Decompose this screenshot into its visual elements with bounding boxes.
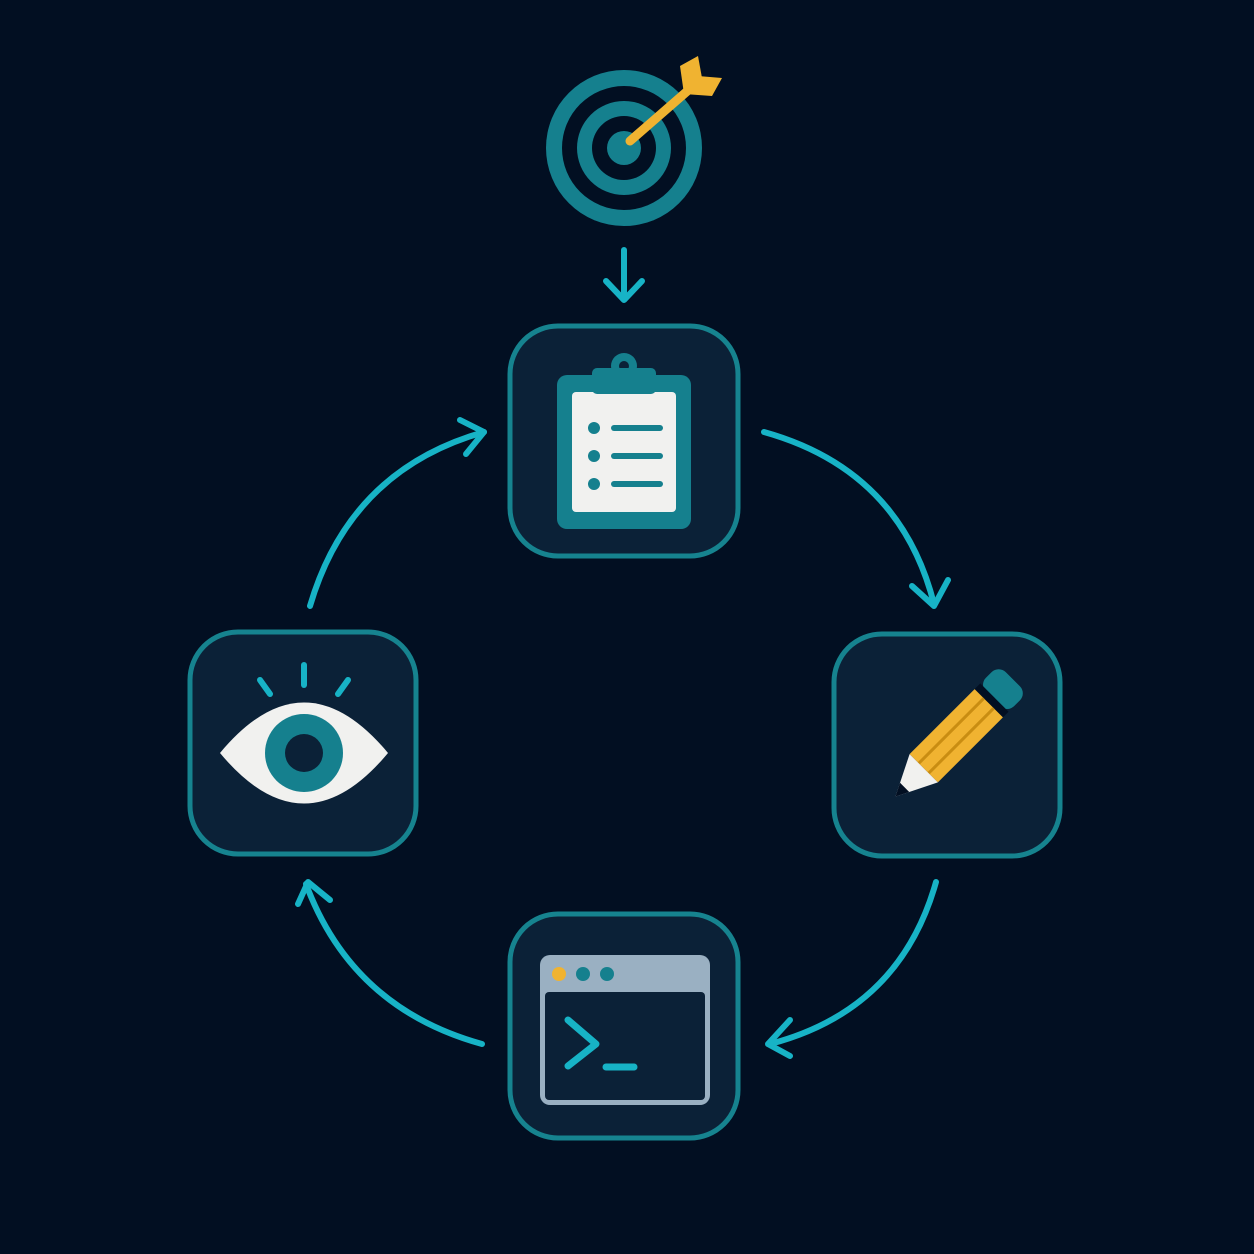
arrowhead-icon (909, 577, 951, 609)
checklist-line (611, 481, 663, 487)
connector-plan-to-write (761, 429, 951, 609)
window-dot (600, 967, 614, 981)
connector-arc (307, 429, 487, 609)
window-dot-yellow (552, 967, 566, 981)
clipboard-paper (572, 392, 676, 512)
arrowhead-icon (603, 278, 645, 303)
connector-arc (761, 429, 937, 607)
connector-write-to-run (765, 879, 939, 1059)
pencil-eraser (983, 669, 1023, 709)
dart-fletch-side (684, 76, 722, 96)
run-node (507, 911, 741, 1141)
eye-icon (220, 662, 388, 804)
eye-ray (335, 677, 351, 697)
dart-shaft (625, 82, 697, 146)
connector-arc (767, 879, 939, 1047)
checklist-bullet (588, 450, 600, 462)
dart-arrow-icon (625, 56, 722, 146)
checklist-bullet (588, 422, 600, 434)
goal-node (546, 56, 722, 226)
write-node (831, 631, 1063, 859)
checklist-bullet (588, 478, 600, 490)
eye-ray (257, 677, 273, 697)
plan-node (507, 323, 741, 559)
connector-run-to-review (295, 879, 485, 1047)
pencil-tip-wood (895, 754, 938, 797)
prompt-chevron-icon (564, 1016, 600, 1070)
arrowhead-icon (765, 1017, 793, 1059)
window-screen (545, 992, 705, 1100)
checklist-line (611, 425, 663, 431)
dart-fletch-top (680, 56, 702, 94)
connector-review-to-plan (307, 417, 487, 609)
arrowhead-icon (457, 417, 487, 457)
pencil-ferrule (973, 683, 1009, 719)
eye-pupil (285, 734, 323, 772)
pencil-groove (917, 697, 985, 765)
terminal-window-icon (540, 955, 710, 1105)
pencil-icon (895, 669, 1023, 797)
window-dot (576, 967, 590, 981)
connector-goal-to-plan (603, 247, 645, 303)
review-node (187, 629, 419, 857)
checklist-line (611, 453, 663, 459)
pencil-groove (927, 707, 995, 775)
arrowhead-icon (295, 879, 333, 907)
clipboard-clip (592, 368, 656, 394)
pencil-body (909, 689, 1003, 783)
clipboard-checklist-icon (557, 353, 691, 529)
connector-arc (303, 881, 485, 1047)
